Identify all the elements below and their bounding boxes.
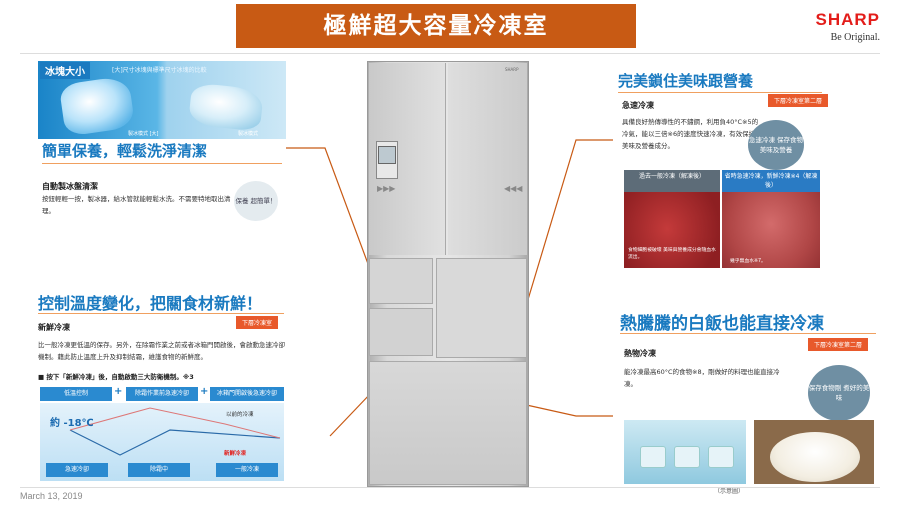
section4-tag: 下層冷凍室第二層: [808, 338, 869, 351]
graph-label-new: 新鮮冷凍: [224, 451, 247, 457]
meat-header-rapid: 省時急速冷凍，新鮮冷凍※4（解凍後）: [722, 170, 820, 192]
section2-title: 控制溫度變化，把關食材新鮮！: [38, 294, 263, 313]
section2-body: 比一般冷凍更低溫的保存。另外，在除霜作業之前或者冰箱門開啟後，會啟動急速冷卻機制…: [38, 341, 285, 361]
section1-bubble: 保養 超簡單！: [234, 181, 278, 221]
fridge-freezer-drawer: [369, 361, 527, 485]
fridge-door-right: [448, 63, 527, 255]
food-container: [674, 446, 700, 468]
image-note: （示意圖）: [714, 488, 745, 495]
brand-logo: SHARP Be Original.: [815, 10, 880, 43]
top-divider: [20, 53, 880, 54]
graph-temp-label: 約 -18℃: [50, 418, 94, 429]
section1-subtitle: 自動製冰盤清潔: [42, 182, 98, 191]
section3-body: 具備良好熱傳導性的不鏽鋼，利用負40°C※5的冷氣，能以三倍※6的速度快速冷凍，…: [622, 118, 759, 150]
step-normal-freeze: 一般冷凍: [216, 463, 278, 477]
graph-label-old: 以前的冷凍: [226, 412, 254, 418]
ice-caption: [大]尺寸冰塊與標準尺寸冰塊的比較: [112, 67, 207, 74]
section3-subtitle: 急速冷凍: [622, 101, 654, 110]
page-title: 極鮮超大容量冷凍室: [236, 4, 636, 48]
food-container: [708, 446, 734, 468]
ice-label-standard: 製冰模式: [238, 131, 259, 137]
pill-door-cool: 冰箱門開啟後急速冷卻: [210, 387, 284, 401]
ice-label-big: 製冰模式 [大]: [128, 131, 159, 137]
meat-caption-normal: 食物細胞被破壞 美味與營養成分會隨血水流出。: [628, 248, 716, 260]
section3-underline: [618, 92, 822, 93]
brand-tagline: Be Original.: [830, 32, 880, 43]
section1-underline: [42, 163, 282, 164]
plus-icon: +: [114, 386, 123, 397]
fridge-drawer-low-left: [369, 308, 433, 356]
pill-low-temp: 低溫控制: [40, 387, 112, 401]
meat-header-normal: 過去一般冷凍（解凍後）: [624, 170, 720, 192]
section2-underline: [38, 313, 284, 314]
section3-bubble: 急速冷凍 保存食物 美味及營養: [748, 120, 804, 170]
fridge-logo: SHARP: [505, 67, 519, 72]
section4-underline: [620, 333, 876, 334]
plus-icon: +: [200, 386, 209, 397]
arrow-right-icon: ▶▶▶: [377, 184, 396, 193]
section1-title: 簡單保養，輕鬆洗淨清潔: [42, 142, 208, 160]
section3-tag: 下層冷凍室第二層: [768, 94, 829, 107]
fridge-drawer-mid-right: [436, 258, 527, 358]
fridge-drawer-mid-left: [369, 258, 433, 304]
rice-bowl: [770, 432, 860, 482]
fridge-display: [378, 146, 396, 164]
meat-caption-rapid: 幾乎無血水※7。: [730, 259, 766, 264]
section2-tag: 下層冷凍室: [236, 316, 279, 329]
slide-date: March 13, 2019: [20, 491, 83, 501]
section2-subtitle: 新鮮冷凍: [38, 323, 70, 332]
bottom-divider: [20, 487, 880, 488]
step-defrosting: 除霜中: [128, 463, 190, 477]
sharp-logo: SHARP: [815, 10, 880, 29]
step-rapid-cool: 急速冷卻: [46, 463, 108, 477]
section1-body: 按鈕輕輕一按，製冰器，給水管就能輕鬆水洗。不需要特地取出清理。: [42, 195, 231, 215]
food-container: [640, 446, 666, 468]
section4-bubble: 保存食物剛 煮好的美味: [808, 365, 870, 421]
section4-title: 熱騰騰的白飯也能直接冷凍: [620, 314, 824, 334]
section4-body: 能冷凍最高60°C的食物※8，剛做好的料理也能直接冷凍。: [624, 368, 780, 388]
section4-subtitle: 熱物冷凍: [624, 349, 656, 358]
pill-defrost-cool: 除霜作業前急速冷卻: [126, 387, 198, 401]
section3-title: 完美鎖住美味跟營養: [618, 72, 754, 90]
arrow-left-icon: ◀◀◀: [504, 184, 523, 193]
section2-note: ■ 按下「新鮮冷凍」後，自動啟動三大防衛機制。※3: [38, 373, 194, 381]
ice-size-tag: 冰塊大小: [40, 62, 90, 79]
